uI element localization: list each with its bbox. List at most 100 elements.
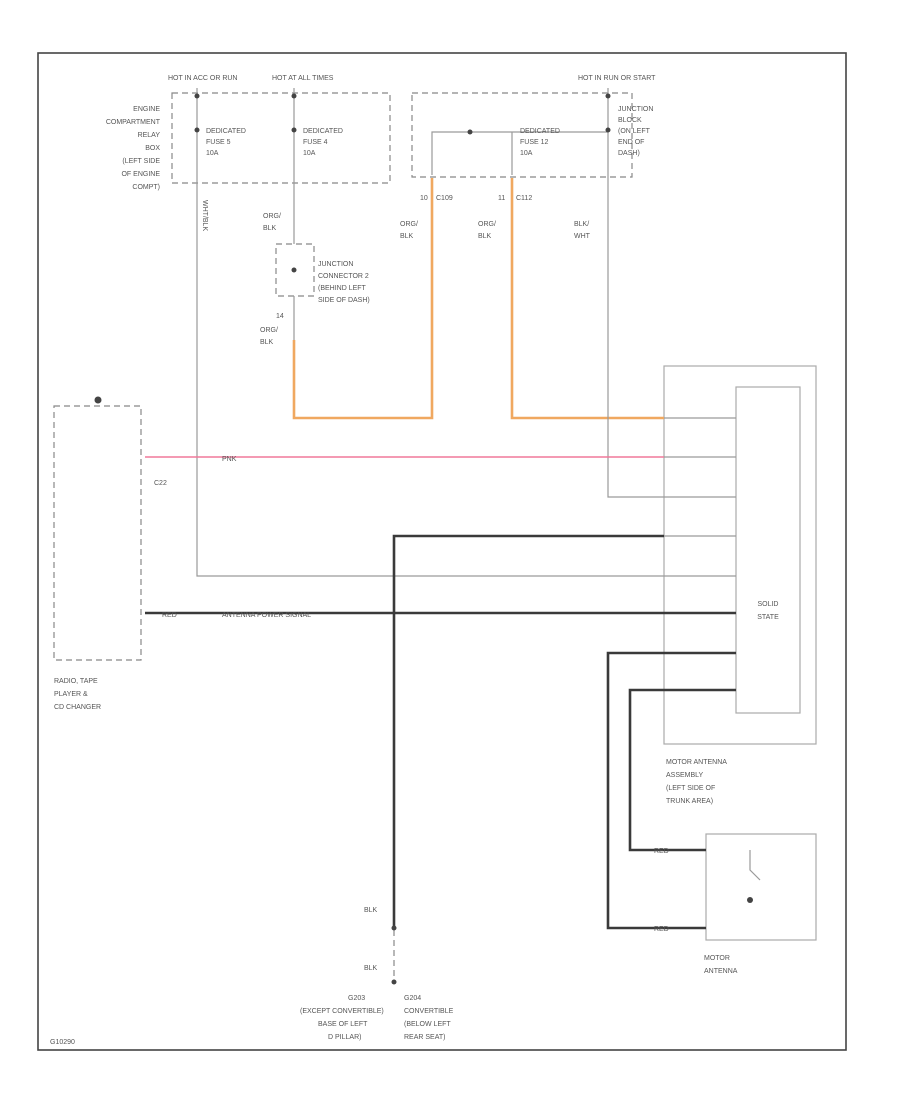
label-fuse5-2: FUSE 5	[206, 139, 231, 146]
motor-switch-symbol	[749, 850, 761, 881]
label-fuse4-3: 10A	[303, 150, 316, 157]
label-mota-1: MOTOR ANTENNA	[666, 759, 727, 766]
label-c112: C112	[516, 195, 532, 202]
label-fuse5-1: DEDICATED	[206, 128, 246, 135]
label-pnk: PNK	[222, 456, 237, 463]
node-dot	[94, 396, 102, 404]
radio-box	[53, 405, 142, 661]
node-dot	[194, 93, 200, 99]
label-jb-5: DASH)	[618, 150, 640, 157]
label-mota-4: TRUNK AREA)	[666, 798, 713, 805]
label-motor-2: ANTENNA	[704, 968, 738, 975]
label-mota-3: (LEFT SIDE OF	[666, 785, 715, 792]
label-solid-1: SOLID	[757, 601, 778, 608]
label-antenna-signal: ANTENNA POWER SIGNAL	[222, 612, 311, 619]
label-org-blk-d1: ORG/	[478, 221, 496, 228]
label-jc-3: (BEHIND LEFT	[318, 285, 367, 292]
label-blk-1: BLK	[364, 907, 378, 914]
label-ecr-4: BOX	[145, 145, 160, 152]
wire-fuse12-left	[431, 131, 470, 175]
label-jb-3: (ON LEFT	[618, 128, 651, 135]
label-solid-2: STATE	[757, 614, 779, 621]
label-ecr-5: (LEFT SIDE	[122, 158, 160, 165]
wire-red-motor-b	[628, 688, 736, 852]
wire-wht-blk	[196, 200, 664, 577]
label-ecr-6: OF ENGINE	[121, 171, 160, 178]
motor-antenna-assembly-box	[663, 365, 817, 745]
label-jc-4: SIDE OF DASH)	[318, 297, 370, 304]
label-org-blk-b1: ORG/	[260, 327, 278, 334]
label-org-blk-a2: BLK	[263, 225, 277, 232]
label-red-w1: RED	[654, 848, 669, 855]
label-fuse4-1: DEDICATED	[303, 128, 343, 135]
node-dot	[291, 93, 297, 99]
label-pin-10: 10	[420, 195, 428, 202]
label-hot-all: HOT AT ALL TIMES	[272, 75, 334, 82]
label-g-2: G204	[404, 995, 421, 1002]
label-motor-1: MOTOR	[704, 955, 730, 962]
label-ecr-1: ENGINE	[133, 106, 160, 113]
label-org-blk-d2: BLK	[478, 233, 492, 240]
wire-orange-a	[292, 178, 434, 420]
motor-antenna-box	[705, 833, 817, 941]
label-g-conv-1: CONVERTIBLE	[404, 1008, 454, 1015]
label-pin-14: 14	[276, 313, 284, 320]
engine-relay-box	[171, 92, 391, 184]
label-hot-acc: HOT IN ACC OR RUN	[168, 75, 238, 82]
junction-block-box	[411, 92, 633, 178]
label-jc-1: JUNCTION	[318, 261, 353, 268]
label-footer: G10290	[50, 1039, 75, 1046]
label-org-blk-b2: BLK	[260, 339, 274, 346]
label-org-blk-a1: ORG/	[263, 213, 281, 220]
label-blk-wht-1: BLK/	[574, 221, 589, 228]
label-blk-wht-2: WHT	[574, 233, 591, 240]
node-dot	[291, 127, 297, 133]
label-mota-2: ASSEMBLY	[666, 772, 704, 779]
label-ecr-3: RELAY	[138, 132, 161, 139]
node-dot	[391, 925, 397, 931]
label-fuse12-3: 10A	[520, 150, 533, 157]
label-g-exc-1: (EXCEPT CONVERTIBLE)	[300, 1008, 384, 1015]
label-g-conv-3: REAR SEAT)	[404, 1034, 446, 1041]
label-jb-2: BLOCK	[618, 117, 642, 124]
wire-red-motor-a	[606, 651, 736, 930]
wire-orange-b	[510, 178, 664, 420]
motor-dot	[747, 897, 753, 903]
junction-connector-box	[275, 243, 315, 297]
label-org-blk-c2: BLK	[400, 233, 414, 240]
label-org-blk-c1: ORG/	[400, 221, 418, 228]
label-ecr-2: COMPARTMENT	[106, 119, 161, 126]
label-g-conv-2: (BELOW LEFT	[404, 1021, 451, 1028]
diagram-frame	[37, 52, 847, 1051]
label-jb-4: END OF	[618, 139, 644, 146]
label-c109: C109	[436, 195, 453, 202]
label-pin-11: 11	[498, 195, 505, 202]
node-dot	[194, 127, 200, 133]
node-dot	[467, 129, 473, 135]
label-g-exc-2: BASE OF LEFT	[318, 1021, 368, 1028]
wire-blk-ground	[392, 534, 664, 928]
label-fuse12-1: DEDICATED	[520, 128, 560, 135]
label-hot-run: HOT IN RUN OR START	[578, 75, 656, 82]
wire-blk-wht	[607, 200, 664, 498]
node-dot	[605, 93, 611, 99]
node-dot	[291, 267, 297, 273]
label-jc-2: CONNECTOR 2	[318, 273, 369, 280]
solid-state-box	[735, 386, 801, 714]
label-g-exc-3: D PILLAR)	[328, 1034, 361, 1041]
label-jb-1: JUNCTION	[618, 106, 653, 113]
label-fuse4-2: FUSE 4	[303, 139, 328, 146]
label-radio-3: CD CHANGER	[54, 704, 101, 711]
label-red: RED	[162, 612, 177, 619]
label-fuse12-2: FUSE 12	[520, 139, 549, 146]
label-radio-1: RADIO, TAPE	[54, 678, 98, 685]
label-radio-2: PLAYER &	[54, 691, 88, 698]
label-c22: C22	[154, 480, 167, 487]
label-g-1: G203	[348, 995, 365, 1002]
node-dot	[605, 127, 611, 133]
label-red-w2: RED	[654, 926, 669, 933]
node-dot	[391, 979, 397, 985]
label-blk-2: BLK	[364, 965, 378, 972]
